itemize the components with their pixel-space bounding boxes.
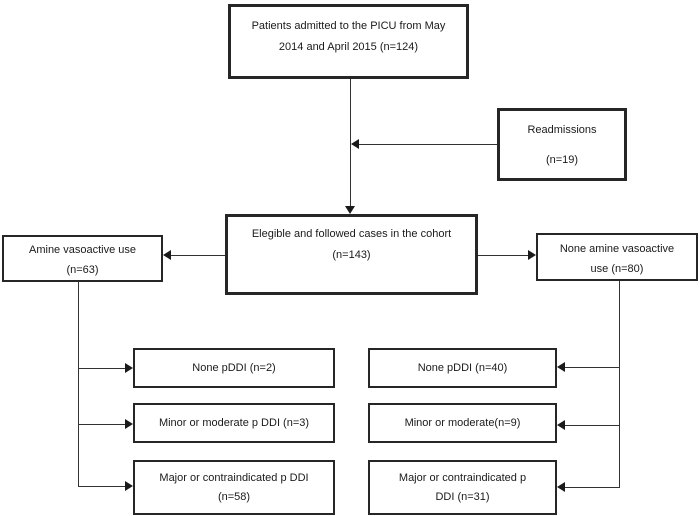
arrowhead-into-right-none-pddi (557, 362, 565, 372)
connector-cohort-to-none-amine (478, 255, 528, 256)
connector-amine-to-left-none-pddi (78, 368, 125, 369)
arrowhead-into-left-none-pddi (125, 363, 133, 373)
node-amine-line1: Amine vasoactive use (29, 244, 136, 256)
node-left-major-contraindicated-pddi: Major or contraindicated p DDI (n=58) (133, 460, 335, 515)
arrowhead-into-left-major (125, 481, 133, 491)
arrowhead-into-cohort (345, 206, 355, 214)
node-patients-admitted-line2: 2014 and April 2015 (n=124) (278, 41, 419, 53)
node-eligible-cohort: Elegible and followed cases in the cohor… (225, 214, 478, 295)
arrowhead-readmissions (351, 139, 359, 149)
arrowhead-into-right-major (557, 482, 565, 492)
node-right-none-pddi-line1: None pDDI (n=40) (417, 361, 508, 374)
node-right-none-pddi: None pDDI (n=40) (368, 348, 557, 388)
node-readmissions: Readmissions (n=19) (497, 108, 627, 181)
node-readmissions-line1: Readmissions (527, 124, 597, 136)
connector-admitted-to-cohort (350, 79, 351, 207)
node-none-amine-line2: use (n=80) (590, 263, 644, 275)
node-right-major-line1: Major or contraindicated p (398, 471, 527, 484)
node-left-none-pddi-line1: None pDDI (n=2) (192, 361, 276, 374)
node-left-major-line1: Major or contraindicated p DDI (159, 471, 309, 484)
node-right-minor-line1: Minor or moderate(n=9) (404, 416, 521, 429)
node-left-none-pddi: None pDDI (n=2) (133, 348, 335, 388)
node-patients-admitted-line1: Patients admitted to the PICU from May (251, 20, 446, 32)
node-left-minor-moderate-pddi: Minor or moderate p DDI (n=3) (133, 403, 335, 443)
node-amine-line2: (n=63) (66, 264, 99, 276)
connector-none-amine-to-right-none-pddi (565, 367, 620, 368)
node-eligible-cohort-line1: Elegible and followed cases in the cohor… (251, 228, 452, 240)
arrowhead-into-left-minor (125, 419, 133, 429)
arrowhead-into-none-amine (528, 250, 536, 260)
node-none-amine-line1: None amine vasoactive (559, 243, 675, 255)
arrowhead-into-amine (163, 250, 171, 260)
node-right-major-contraindicated-pddi: Major or contraindicated p DDI (n=31) (368, 460, 557, 515)
node-none-amine-vasoactive-use: None amine vasoactive use (n=80) (536, 233, 698, 281)
connector-none-amine-to-right-minor (565, 425, 620, 426)
connector-readmissions (359, 144, 497, 145)
connector-cohort-to-amine (171, 255, 225, 256)
node-left-major-line2: (n=58) (217, 490, 251, 503)
connector-amine-to-left-major (78, 486, 125, 487)
connector-amine-trunk (78, 282, 79, 486)
node-right-major-line2: DDI (n=31) (435, 490, 490, 503)
connector-amine-to-left-minor (78, 424, 125, 425)
node-left-minor-line1: Minor or moderate p DDI (n=3) (158, 416, 310, 429)
node-eligible-cohort-line2: (n=143) (332, 249, 371, 261)
connector-none-amine-trunk (619, 281, 620, 487)
node-right-minor-moderate-pddi: Minor or moderate(n=9) (368, 403, 557, 443)
arrowhead-into-right-minor (557, 420, 565, 430)
connector-none-amine-to-right-major (565, 487, 620, 488)
node-readmissions-line2: (n=19) (545, 154, 579, 166)
node-patients-admitted: Patients admitted to the PICU from May 2… (228, 4, 469, 79)
node-amine-vasoactive-use: Amine vasoactive use (n=63) (2, 235, 163, 282)
